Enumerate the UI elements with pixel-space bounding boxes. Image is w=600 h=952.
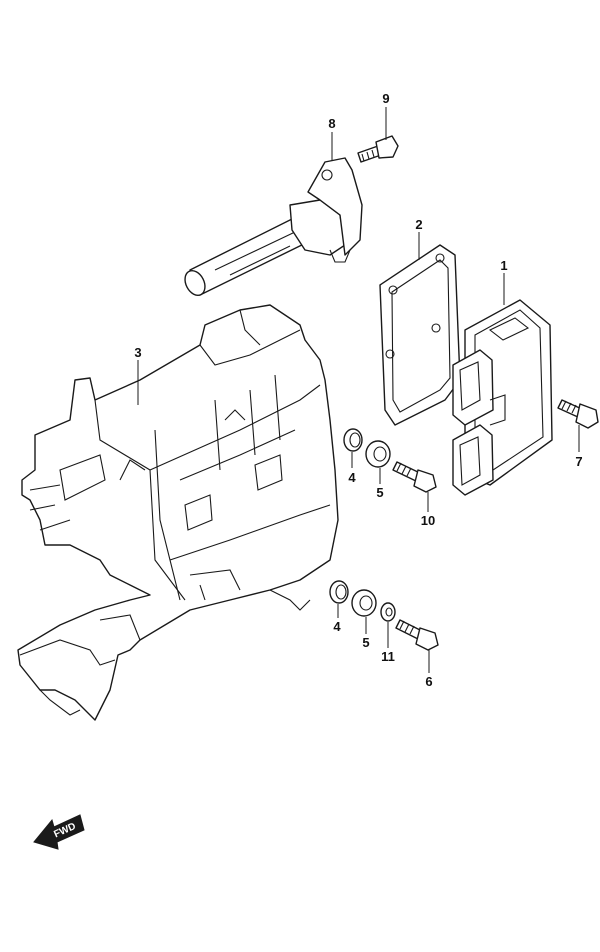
callout-5-lower: 5: [362, 635, 369, 650]
callout-labels: 1 2 3 4 5 10 4 5 11 6 7 8 9: [134, 91, 582, 689]
fwd-arrow-icon: FWD: [33, 814, 85, 850]
bracket-part-3: [17, 304, 339, 721]
bolt-part-10: [392, 461, 437, 493]
callout-7: 7: [575, 454, 582, 469]
bolt-part-6: [395, 619, 439, 651]
callout-3: 3: [134, 345, 141, 360]
gasket-part-2: [379, 244, 461, 426]
callout-4-upper: 4: [348, 470, 356, 485]
grommet-part-4-lower: [329, 580, 349, 604]
control-unit-part-1: [452, 299, 553, 496]
callout-9: 9: [382, 91, 389, 106]
bolt-part-7: [557, 399, 599, 429]
washer-part-11: [380, 602, 396, 622]
callout-10: 10: [421, 513, 435, 528]
callout-1: 1: [500, 258, 507, 273]
callout-2: 2: [415, 217, 422, 232]
callout-8: 8: [328, 116, 335, 131]
callout-4-lower: 4: [333, 619, 341, 634]
leader-lines: [137, 107, 580, 673]
collar-part-5-upper: [365, 440, 391, 468]
callout-6: 6: [425, 674, 432, 689]
ignition-coil-part-8: [184, 157, 363, 296]
collar-part-5-lower: [351, 589, 377, 617]
bolt-part-9: [357, 135, 399, 163]
callout-5-upper: 5: [376, 485, 383, 500]
grommet-part-4-upper: [343, 428, 363, 452]
callout-11: 11: [381, 649, 395, 664]
